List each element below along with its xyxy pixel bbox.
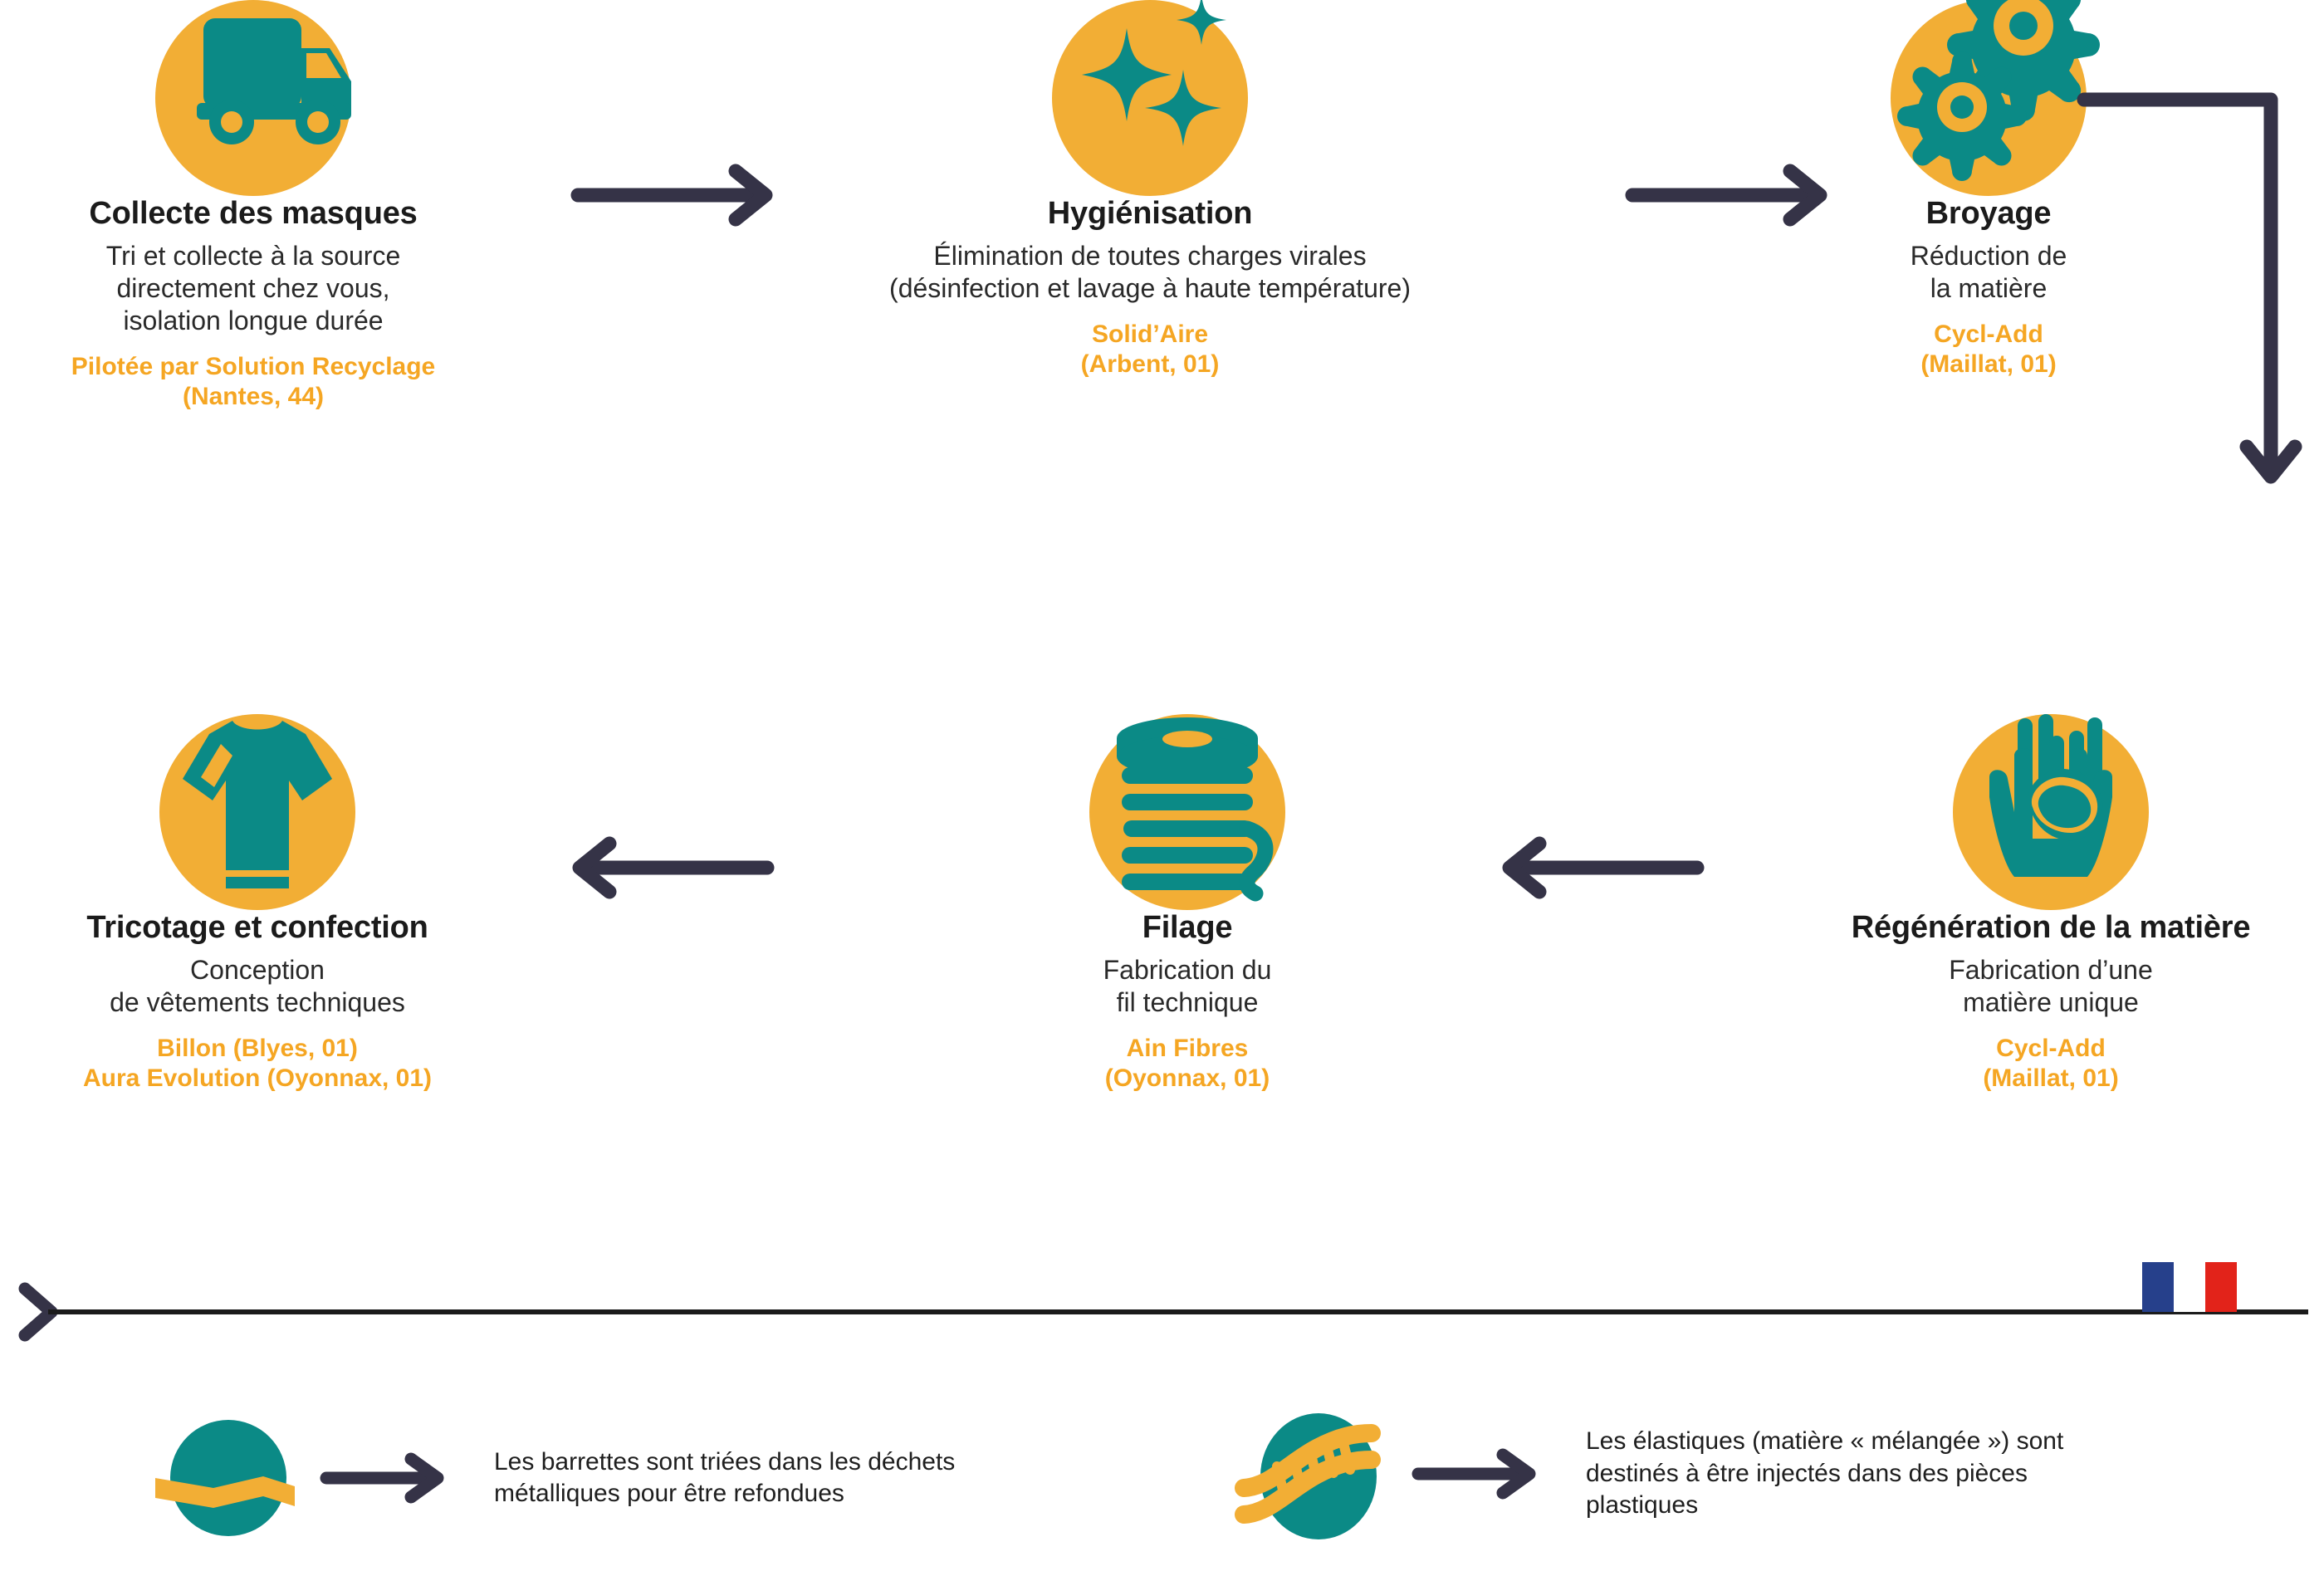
- step-desc-filage: Fabrication du fil technique: [1103, 955, 1272, 1018]
- arrow-broyage-to-regeneration: [2059, 83, 2308, 515]
- step-title-regeneration: Régénération de la matière: [1851, 910, 2251, 945]
- step-regeneration: Régénération de la matière Fabrication d…: [1777, 714, 2324, 1094]
- nose-clip-icon: [155, 1412, 295, 1544]
- gears-icon: [1891, 0, 2100, 196]
- step-title-broyage: Broyage: [1925, 196, 2052, 231]
- step-filage: Filage Fabrication du fil technique Ain …: [897, 714, 1478, 1094]
- step-icon-circle-filage: [1089, 714, 1285, 910]
- step-hygienisation: Hygiénisation Élimination de toutes char…: [727, 0, 1573, 379]
- hands-material-icon: [1953, 714, 2149, 910]
- arrow-filage-to-tricotage: [565, 830, 775, 905]
- step-icon-circle-broyage: [1891, 0, 2100, 196]
- step-company-collecte: Pilotée par Solution Recyclage (Nantes, …: [71, 353, 436, 411]
- footnote-elastiques: Les élastiques (matière « mélangée ») so…: [1235, 1403, 2064, 1544]
- step-desc-tricotage: Conception de vêtements techniques: [110, 955, 405, 1018]
- step-company-filage: Ain Fibres (Oyonnax, 01): [1104, 1035, 1270, 1093]
- step-desc-broyage: Réduction de la matière: [1910, 241, 2067, 304]
- footnote-arrow-elastiques: [1412, 1445, 1544, 1503]
- step-title-filage: Filage: [1142, 910, 1233, 945]
- footnote-arrow-barrettes: [320, 1449, 453, 1507]
- french-flag: [2142, 1262, 2237, 1312]
- step-collecte: Collecte des masques Tri et collecte à l…: [0, 0, 506, 412]
- step-company-hygienisation: Solid’Aire (Arbent, 01): [1080, 321, 1220, 379]
- made-in-france-timeline: [0, 1262, 2324, 1370]
- step-company-tricotage: Billon (Blyes, 01) Aura Evolution (Oyonn…: [82, 1035, 433, 1093]
- step-title-tricotage: Tricotage et confection: [86, 910, 428, 945]
- step-broyage: Broyage Réduction de la matière Cycl-Add…: [1827, 0, 2150, 379]
- tshirt-icon: [159, 714, 355, 910]
- step-desc-hygienisation: Élimination de toutes charges virales (d…: [889, 241, 1411, 304]
- step-icon-circle-regeneration: [1953, 714, 2149, 910]
- footnote-text-barrettes: Les barrettes sont triées dans les déche…: [494, 1447, 956, 1507]
- step-tricotage: Tricotage et confection Conception de vê…: [0, 714, 515, 1094]
- arrow-collecte-to-hygienisation: [570, 158, 780, 232]
- elastic-band-icon: [1235, 1403, 1387, 1544]
- step-company-broyage: Cycl-Add (Maillat, 01): [1920, 321, 2057, 379]
- arrow-hygienisation-to-broyage: [1625, 158, 1835, 232]
- step-company-regeneration: Cycl-Add (Maillat, 01): [1983, 1035, 2119, 1093]
- yarn-spool-icon: [1089, 714, 1285, 910]
- step-icon-circle-hygienisation: [1052, 0, 1248, 196]
- footnote-text-elastiques: Les élastiques (matière « mélangée ») so…: [1586, 1427, 2064, 1520]
- step-title-hygienisation: Hygiénisation: [1047, 196, 1253, 231]
- step-desc-regeneration: Fabrication d’une matière unique: [1949, 955, 2153, 1018]
- truck-icon: [155, 0, 351, 196]
- step-desc-collecte: Tri et collecte à la source directement …: [105, 241, 401, 336]
- arrow-regeneration-to-filage: [1495, 830, 1705, 905]
- sparkles-icon: [1052, 0, 1248, 196]
- step-title-collecte: Collecte des masques: [89, 196, 418, 231]
- step-icon-circle-collecte: [155, 0, 351, 196]
- step-icon-circle-tricotage: [159, 714, 355, 910]
- footnote-barrettes: Les barrettes sont triées dans les déche…: [155, 1412, 956, 1544]
